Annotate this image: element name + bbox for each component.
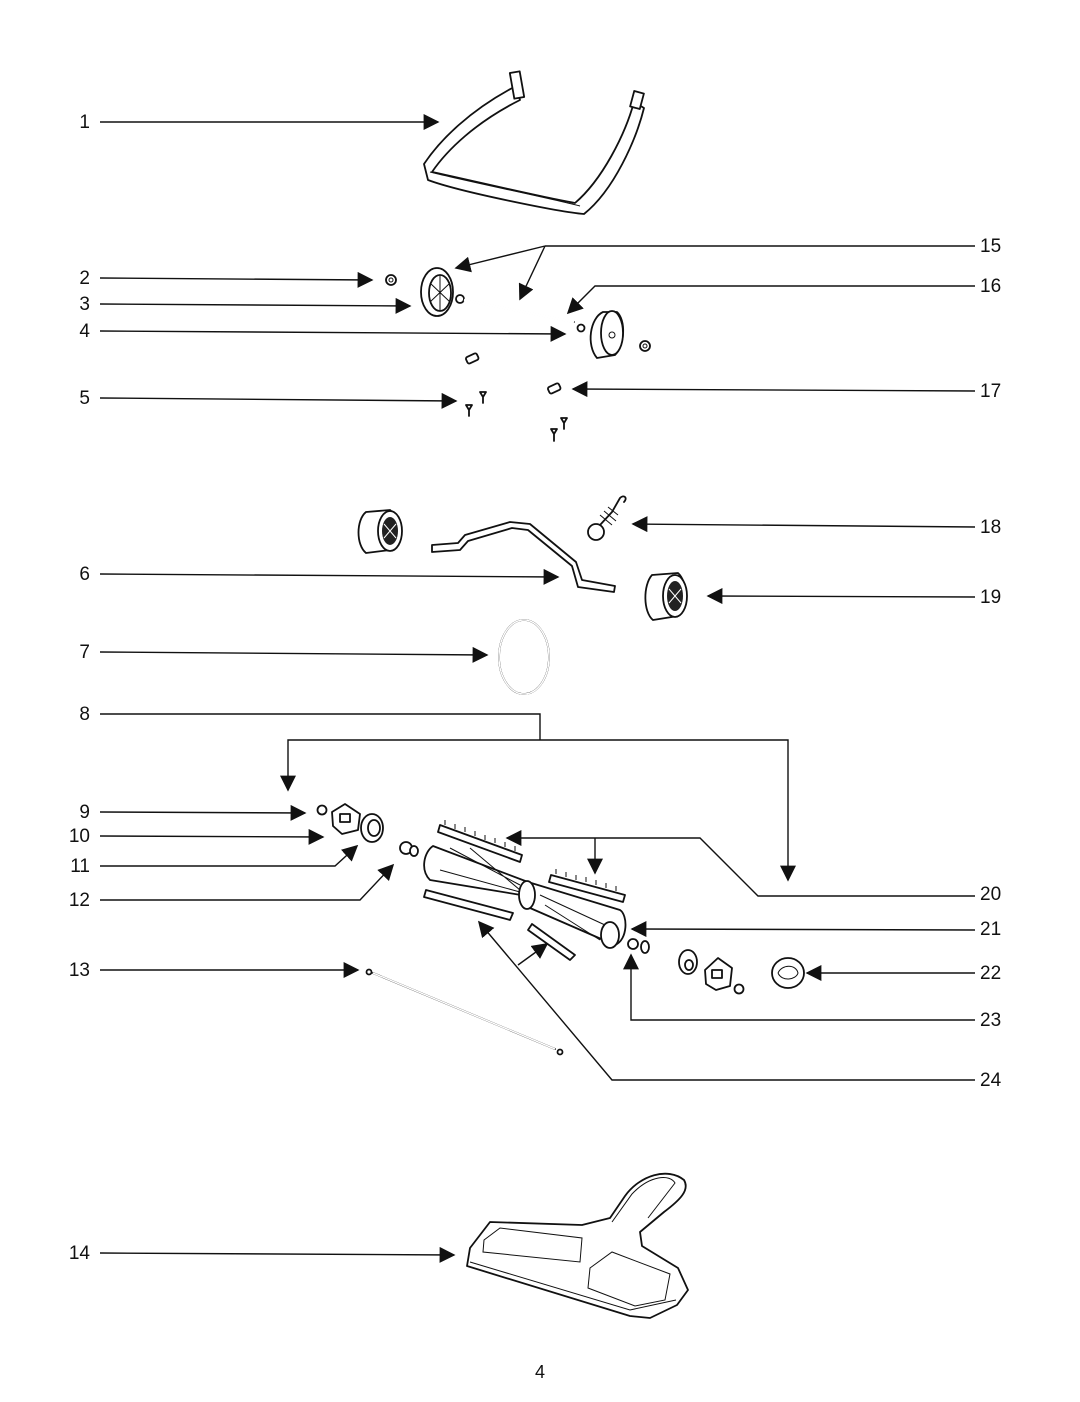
leader-11 (100, 844, 359, 867)
part-rear-wheel-assembly (357, 495, 688, 621)
part-screws-clips (465, 352, 568, 442)
leader-15-b (518, 245, 546, 301)
callout-5: 5 (79, 388, 90, 409)
leader-10 (99, 828, 325, 845)
leader-6 (99, 568, 560, 585)
leader-7 (99, 646, 489, 663)
part-belt (498, 619, 550, 695)
leader-8 (100, 713, 541, 740)
leader-24 (477, 920, 975, 1081)
callout-4: 4 (79, 321, 90, 342)
callout-18: 18 (980, 517, 1002, 538)
callout-9: 9 (79, 802, 90, 823)
callout-21: 21 (980, 919, 1002, 940)
leader-3 (99, 297, 412, 314)
callout-15: 15 (980, 236, 1002, 257)
leader-lines (99, 114, 976, 1263)
part-base-plate (466, 1172, 689, 1319)
callout-6: 6 (79, 564, 90, 585)
leader-18 (631, 516, 976, 533)
leader-8-right (540, 739, 796, 882)
callout-19: 19 (980, 587, 1002, 608)
callout-1: 1 (79, 112, 90, 133)
callout-20: 20 (980, 884, 1002, 905)
callout-11: 11 (70, 856, 90, 877)
leader-8-left (280, 739, 540, 792)
callout-3: 3 (79, 294, 90, 315)
leader-9 (99, 804, 307, 821)
leader-19 (706, 588, 976, 605)
leader-23 (623, 953, 975, 1021)
leader-4 (99, 325, 567, 342)
callout-14: 14 (68, 1243, 90, 1264)
leader-5 (99, 392, 458, 409)
callout-23: 23 (980, 1010, 1002, 1031)
leader-12 (100, 863, 395, 901)
callout-7: 7 (79, 642, 90, 663)
callout-2: 2 (79, 268, 90, 289)
callout-10: 10 (68, 826, 90, 847)
leader-21 (630, 921, 976, 938)
leader-14 (99, 1246, 456, 1263)
leader-16 (566, 285, 975, 315)
part-front-wheel-assembly (385, 267, 651, 359)
callout-24: 24 (980, 1070, 1002, 1091)
callout-12: 12 (68, 890, 90, 911)
part-brushroll-assembly (316, 803, 805, 1056)
leader-2 (99, 271, 374, 288)
page-number: 4 (534, 1362, 545, 1382)
leader-15-a (454, 245, 546, 273)
callout-13: 13 (68, 960, 90, 981)
callout-16: 16 (980, 276, 1002, 297)
part-bumper (423, 70, 645, 215)
callout-22: 22 (980, 963, 1002, 984)
leader-20 (595, 837, 975, 897)
leader-24-b (517, 943, 549, 966)
leader-17 (571, 381, 976, 398)
callout-17: 17 (980, 381, 1002, 402)
callout-8: 8 (79, 704, 90, 725)
